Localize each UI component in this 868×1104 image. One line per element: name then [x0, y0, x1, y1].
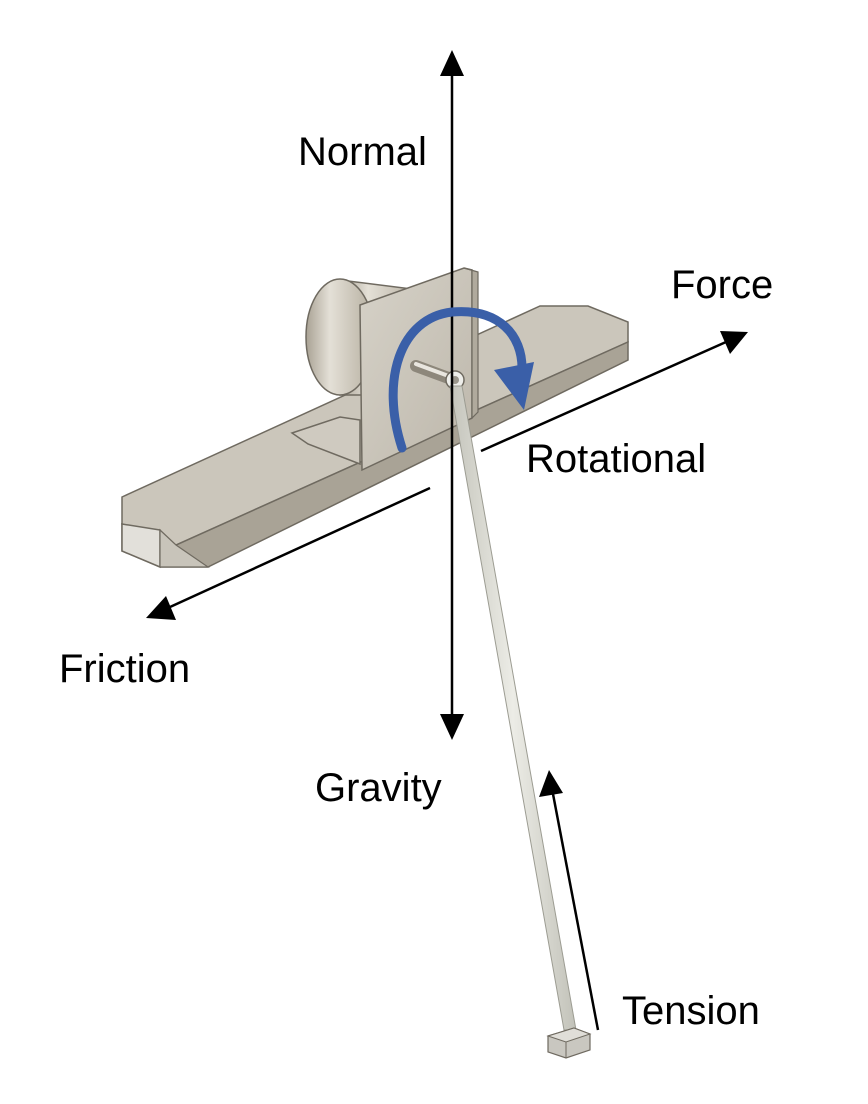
normal-arrow [440, 50, 464, 382]
friction-label: Friction [59, 647, 191, 691]
gravity-arrow [440, 382, 464, 740]
bracket-part [121, 267, 629, 1059]
base-plate-end-chamfer [159, 528, 210, 568]
tension-label: Tension [622, 989, 760, 1033]
upright-plate-edge [463, 267, 479, 420]
base-plate-end [121, 523, 161, 569]
gravity-label: Gravity [315, 766, 442, 810]
normal-label: Normal [298, 130, 427, 174]
friction-arrow [146, 486, 431, 620]
rotational-arrow [388, 307, 534, 453]
rotational-label: Rotational [526, 437, 707, 481]
pendulum-weight [546, 1027, 592, 1059]
pendulum-rod [449, 385, 577, 1031]
force-arrow [480, 331, 748, 453]
tension-arrow [539, 770, 600, 1031]
force-arrows [146, 50, 748, 1031]
force-label: Force [671, 263, 774, 307]
bracket-gusset [290, 416, 361, 466]
